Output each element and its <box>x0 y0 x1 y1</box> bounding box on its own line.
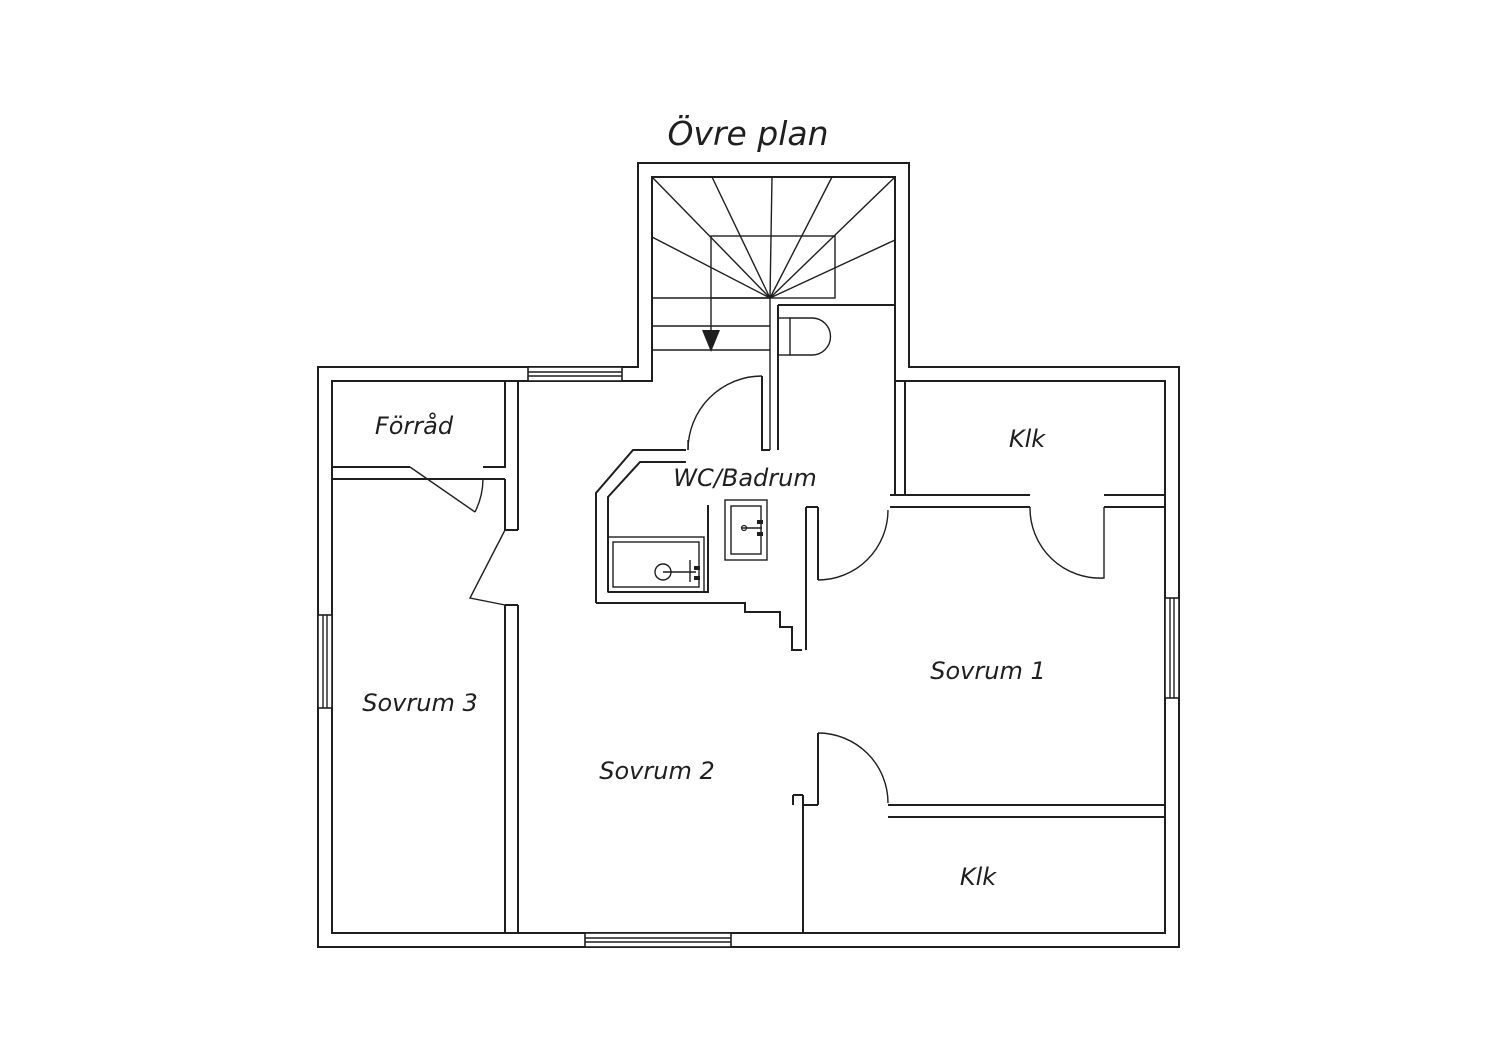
interior-walls <box>332 304 1165 933</box>
stair-arrow-icon <box>702 330 720 352</box>
window-bottom <box>584 932 732 948</box>
window-right <box>1164 597 1180 699</box>
room-label-sovrum3: Sovrum 3 <box>362 689 477 717</box>
sink-icon <box>724 499 768 561</box>
window-top-left <box>527 366 623 382</box>
outer-walls <box>317 162 1180 948</box>
window-left <box>317 614 333 709</box>
room-label-wc: WC/Badrum <box>673 464 816 492</box>
fixtures <box>607 317 832 593</box>
room-labels: Förråd WC/Badrum Klk Sovrum 1 Sovrum 3 S… <box>362 411 1046 891</box>
doors <box>409 375 1105 804</box>
room-label-sovrum1: Sovrum 1 <box>930 657 1045 685</box>
room-label-klk-top: Klk <box>1009 425 1046 453</box>
shower-icon <box>607 536 705 593</box>
plan-title: Övre plan <box>667 113 828 153</box>
room-label-klk-bottom: Klk <box>960 863 997 891</box>
toilet-icon <box>778 317 832 356</box>
room-label-forrad: Förråd <box>375 411 454 440</box>
windows <box>317 366 1180 948</box>
room-label-sovrum2: Sovrum 2 <box>599 757 714 785</box>
staircase <box>651 176 896 450</box>
